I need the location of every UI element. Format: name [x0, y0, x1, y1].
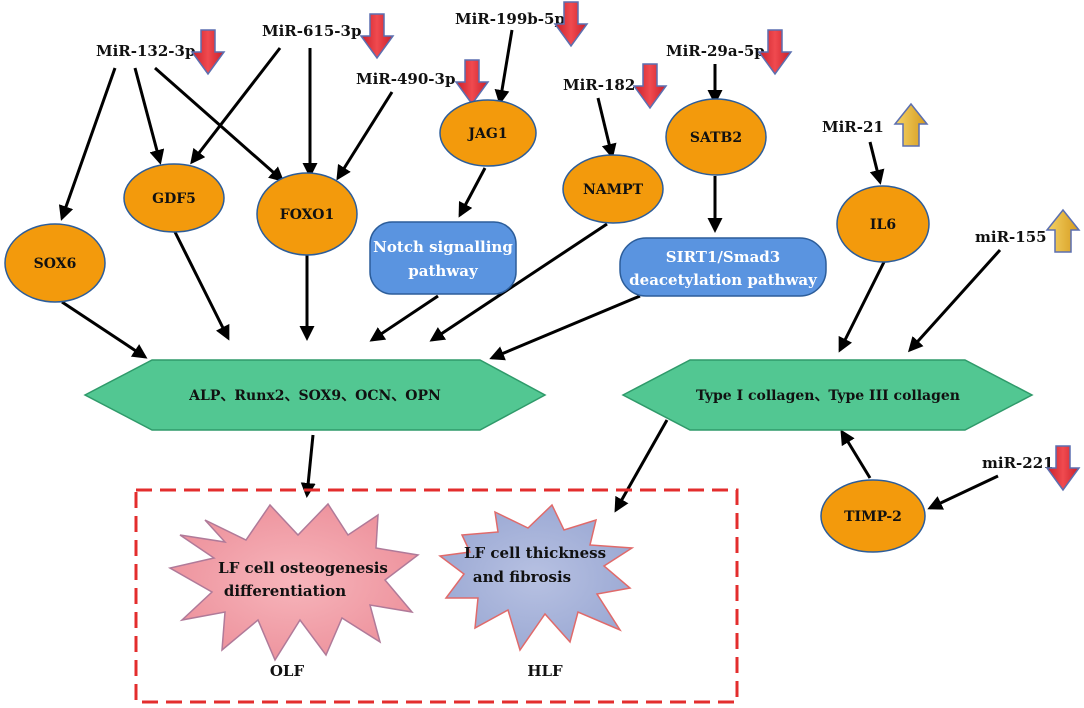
edge-mir132-gdf5 — [133, 67, 165, 165]
mirna-label: miR-221 — [982, 454, 1054, 472]
mirna-mir615: MiR-615-3p — [262, 13, 395, 60]
mirna-label: MiR-21 — [822, 118, 884, 136]
osteogenesis-label-line2: differentiation — [224, 582, 346, 600]
gene-node-sox6: SOX6 — [4, 223, 106, 303]
collagen-markers-hexagon: Type I collagen、Type III collagen — [621, 359, 1034, 431]
edge-il6-collagen — [838, 259, 887, 353]
gene-label: IL6 — [870, 217, 896, 233]
gene-node-il6: IL6 — [836, 185, 930, 263]
fibrosis-burst: LF cell thickness and fibrosis — [438, 503, 635, 652]
mirna-mir155: miR-155 — [975, 208, 1081, 253]
pathway-notch: Notch signalling pathway — [369, 221, 517, 295]
gene-label: FOXO1 — [280, 207, 334, 223]
edge-mir199b-jag1 — [494, 29, 514, 105]
fibrosis-label-line1: LF cell thickness — [464, 544, 606, 562]
gene-label: JAG1 — [466, 126, 507, 142]
edge-sirt1-osteo — [489, 294, 641, 361]
edge-mir155-collagen — [907, 248, 1002, 353]
gold-up-arrow-icon — [1045, 208, 1081, 253]
outcome-box: LF cell osteogenesis differentiation LF … — [134, 488, 739, 704]
mirna-label: MiR-490-3p — [356, 70, 455, 88]
edge-collagen-outcome — [614, 419, 669, 513]
edge-osteo-outcome — [300, 434, 316, 498]
mirna-label: miR-155 — [975, 228, 1047, 246]
red-down-arrow-icon — [1045, 445, 1081, 492]
mirna-mir29a: MiR-29a-5p — [666, 29, 793, 76]
gene-node-jag1: JAG1 — [439, 99, 537, 167]
mirna-label: MiR-199b-5p — [455, 10, 565, 28]
mirna-mir182: MiR-182 — [563, 63, 668, 110]
gene-label: SATB2 — [690, 130, 742, 146]
red-down-arrow-icon — [190, 29, 226, 76]
red-down-arrow-icon — [553, 1, 589, 48]
edge-timp2-collagen — [840, 429, 872, 479]
red-down-arrow-icon — [757, 29, 793, 76]
edge-mir221-timp2 — [927, 474, 999, 510]
edge-mir615-gdf5 — [190, 47, 282, 165]
gene-node-timp2: TIMP-2 — [820, 479, 926, 553]
gene-node-nampt: NAMPT — [562, 154, 664, 224]
hlf-label: HLF — [527, 662, 563, 680]
edges — [58, 29, 1002, 513]
mirna-label: MiR-29a-5p — [666, 42, 765, 60]
pathway-label-line1: SIRT1/Smad3 — [666, 248, 780, 266]
pathway-sirt1: SIRT1/Smad3 deacetylation pathway — [619, 237, 827, 297]
edge-mir132-sox6 — [58, 67, 117, 221]
gene-node-foxo1: FOXO1 — [256, 172, 358, 256]
edge-gdf5-osteo — [173, 231, 230, 341]
gene-node-satb2: SATB2 — [665, 98, 767, 176]
osteogenesis-label-line1: LF cell osteogenesis — [218, 559, 388, 577]
red-down-arrow-icon — [632, 63, 668, 110]
edge-mir490-foxo1 — [336, 91, 394, 181]
mirna-label: MiR-182 — [563, 76, 635, 94]
mirna-mir221: miR-221 — [982, 445, 1081, 492]
pathway-label-line2: deacetylation pathway — [629, 271, 818, 289]
edge-notch-osteo — [369, 294, 439, 342]
gene-label: GDF5 — [152, 191, 196, 207]
osteogenesis-burst: LF cell osteogenesis differentiation — [167, 502, 420, 662]
gene-label: NAMPT — [583, 182, 644, 198]
gene-node-gdf5: GDF5 — [123, 163, 225, 233]
edge-mir182-nampt — [596, 97, 617, 159]
edge-nampt-osteo — [429, 222, 608, 342]
gene-label: TIMP-2 — [844, 509, 902, 525]
mirna-mir490: MiR-490-3p — [356, 59, 490, 106]
collagen-markers-label: Type I collagen、Type III collagen — [696, 388, 960, 404]
pathway-label-line2: pathway — [408, 262, 479, 280]
mirna-label: MiR-132-3p — [96, 42, 195, 60]
edge-mir21-il6 — [868, 141, 885, 185]
olf-label: OLF — [270, 662, 305, 680]
mirna-mir132: MiR-132-3p — [96, 29, 226, 76]
edge-mir132-foxo1 — [154, 66, 285, 182]
edge-jag1-notch — [458, 167, 487, 218]
red-down-arrow-icon — [454, 59, 490, 106]
pathway-label-line1: Notch signalling — [373, 238, 513, 256]
gold-up-arrow-icon — [893, 102, 929, 147]
mirna-mir199b: MiR-199b-5p — [455, 1, 589, 48]
gene-label: SOX6 — [34, 256, 77, 272]
edge-sox6-osteo — [61, 300, 148, 359]
fibrosis-label-line2: and fibrosis — [473, 568, 571, 586]
mirna-label: MiR-615-3p — [262, 22, 361, 40]
red-down-arrow-icon — [359, 13, 395, 60]
osteo-markers-hexagon: ALP、Runx2、SOX9、OCN、OPN — [83, 359, 547, 431]
osteo-markers-label: ALP、Runx2、SOX9、OCN、OPN — [188, 388, 441, 404]
mirna-mir21: MiR-21 — [822, 102, 929, 147]
